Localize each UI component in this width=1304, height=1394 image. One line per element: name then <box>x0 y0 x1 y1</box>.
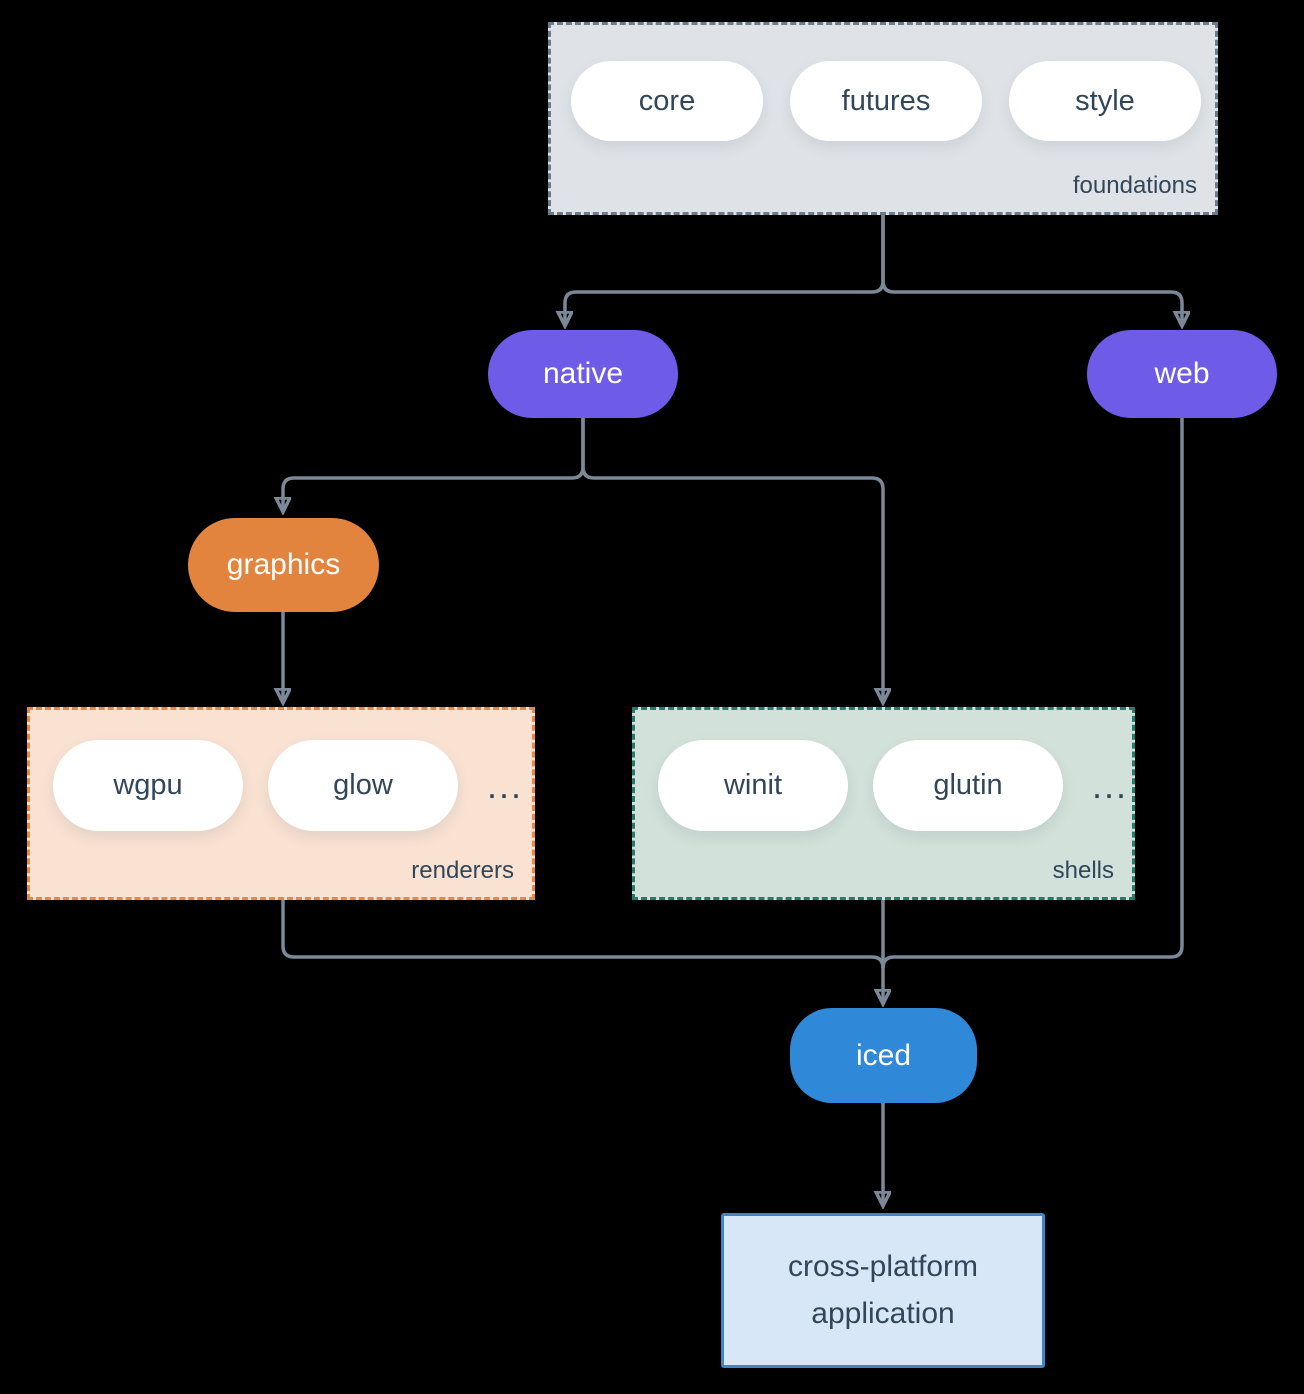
pill-wgpu: wgpu <box>53 740 243 831</box>
pill-futures: futures <box>790 61 982 141</box>
renderers-label: renderers <box>411 857 514 884</box>
shells-ellipsis: ... <box>1092 764 1129 806</box>
shells-label: shells <box>1052 857 1114 884</box>
pill-glow: glow <box>268 740 458 831</box>
pill-style: style <box>1009 61 1201 141</box>
foundations-pill-row: core futures style <box>551 25 1215 141</box>
edge-native-to-shells <box>581 418 883 702</box>
edge-foundations-to-native <box>565 215 885 325</box>
node-web: web <box>1087 330 1277 418</box>
shells-pill-row: winit glutin ... <box>635 710 1132 831</box>
application-label: cross-platform application <box>787 1250 979 1330</box>
renderers-ellipsis: ... <box>487 764 524 806</box>
pill-core: core <box>571 61 763 141</box>
renderers-pill-row: wgpu glow ... <box>30 710 532 831</box>
foundations-label: foundations <box>1072 172 1197 199</box>
pill-glutin: glutin <box>873 740 1063 831</box>
edge-renderers-to-merge <box>281 900 885 969</box>
edge-foundations-to-web <box>881 215 1182 325</box>
renderers-group-box: wgpu glow ... renderers <box>27 707 535 900</box>
node-native: native <box>488 330 678 418</box>
foundations-group-box: core futures style foundations <box>548 22 1218 215</box>
pill-winit: winit <box>658 740 848 831</box>
node-graphics: graphics <box>188 518 379 612</box>
shells-group-box: winit glutin ... shells <box>632 707 1135 900</box>
application-box: cross-platform application <box>721 1213 1045 1368</box>
edge-native-to-graphics <box>283 418 585 511</box>
node-iced: iced <box>790 1008 977 1103</box>
